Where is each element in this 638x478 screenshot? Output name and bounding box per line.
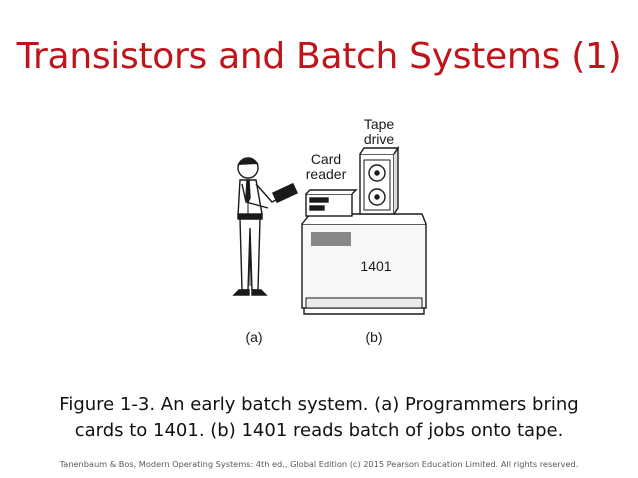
batch-system-figure: Tape drive Card reader 1401 (a) (b) <box>232 118 427 345</box>
card-reader-illustration <box>305 189 358 217</box>
card-slots-pattern <box>311 232 351 246</box>
label-a: (a) <box>245 329 262 345</box>
tape-drive-label-line2: drive <box>364 131 395 147</box>
tape-drive-label-line1: Tape <box>364 118 395 132</box>
copyright-footer: Tanenbaum & Bos, Modern Operating System… <box>59 459 579 469</box>
machine-label: 1401 <box>360 258 391 274</box>
programmer-illustration <box>232 157 299 296</box>
card-reader-label-line1: Card <box>311 151 341 167</box>
card-reader-label-line2: reader <box>306 166 347 182</box>
tape-drive-illustration <box>359 145 400 215</box>
slide-title: Transistors and Batch Systems (1) <box>16 36 622 77</box>
label-b: (b) <box>365 329 382 345</box>
figure-caption: Figure 1-3. An early batch system. (a) P… <box>0 392 638 444</box>
computer-1401-illustration <box>301 213 427 315</box>
caption-line-1: Figure 1-3. An early batch system. (a) P… <box>59 394 579 415</box>
caption-line-2: cards to 1401. (b) 1401 reads batch of j… <box>74 420 564 441</box>
